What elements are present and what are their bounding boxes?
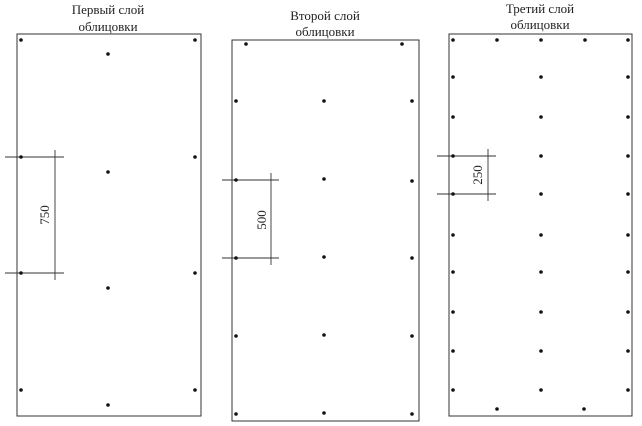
fastener-point: [451, 75, 455, 79]
fastener-point: [322, 99, 326, 103]
fastener-point: [626, 38, 630, 42]
fastener-point: [626, 154, 630, 158]
fastener-points: [234, 42, 414, 416]
fastener-point: [539, 270, 543, 274]
fastener-point: [19, 271, 23, 275]
fastener-point: [19, 155, 23, 159]
fastener-point: [451, 192, 455, 196]
panel-title-line1: Второй слой: [290, 8, 360, 23]
fastener-point: [106, 52, 110, 56]
fastener-point: [451, 38, 455, 42]
sheet-outline: [231, 39, 420, 422]
dimension-label: 500: [254, 210, 269, 230]
fastener-point: [234, 334, 238, 338]
fastener-point: [410, 256, 414, 260]
fastener-point: [193, 38, 197, 42]
fastener-point: [410, 99, 414, 103]
fastener-point: [626, 310, 630, 314]
fastener-point: [495, 38, 499, 42]
fastener-point: [400, 42, 404, 46]
fastener-point: [234, 178, 238, 182]
fastener-point: [539, 233, 543, 237]
fastener-point: [410, 412, 414, 416]
fastener-point: [410, 334, 414, 338]
fastener-points: [451, 38, 630, 411]
fastener-point: [193, 271, 197, 275]
fastener-point: [582, 407, 586, 411]
fastener-point: [451, 310, 455, 314]
fastener-point: [539, 115, 543, 119]
fastener-point: [193, 155, 197, 159]
fastener-point: [539, 310, 543, 314]
fastener-point: [539, 38, 543, 42]
fastener-point: [626, 388, 630, 392]
dimension-marker: 750: [5, 150, 64, 280]
fastener-point: [539, 75, 543, 79]
fastener-point: [451, 270, 455, 274]
fastener-point: [626, 75, 630, 79]
dimension-marker: 250: [437, 149, 496, 201]
fastener-point: [495, 407, 499, 411]
fastener-point: [451, 154, 455, 158]
fastener-point: [322, 333, 326, 337]
fastener-point: [322, 411, 326, 415]
fastener-point: [451, 349, 455, 353]
fastener-point: [451, 115, 455, 119]
fastener-point: [626, 115, 630, 119]
panel-title-line1: Третий слой: [506, 1, 574, 16]
panel-third-layer: Третий слой облицовки 250: [437, 1, 633, 417]
fastener-point: [106, 170, 110, 174]
fastener-point: [322, 255, 326, 259]
fastener-point: [626, 349, 630, 353]
fastener-point: [451, 388, 455, 392]
fastener-point: [106, 403, 110, 407]
fastener-point: [626, 192, 630, 196]
panel-second-layer: Второй слой облицовки 500: [222, 8, 420, 422]
fastener-point: [626, 233, 630, 237]
sheet-outline: [16, 33, 202, 417]
fastener-point: [234, 99, 238, 103]
dimension-label: 250: [470, 165, 485, 185]
fastener-point: [19, 38, 23, 42]
fastener-point: [193, 388, 197, 392]
fastener-point: [583, 38, 587, 42]
panel-title-line2: облицовки: [510, 17, 569, 32]
fastener-point: [539, 192, 543, 196]
panel-title-line1: Первый слой: [72, 2, 144, 17]
fastener-point: [19, 388, 23, 392]
fastener-point: [410, 179, 414, 183]
panel-title-line2: облицовки: [78, 19, 137, 34]
panel-first-layer: Первый слой облицовки 750: [5, 2, 202, 417]
fastener-point: [451, 233, 455, 237]
fastener-point: [626, 270, 630, 274]
fastener-point: [234, 256, 238, 260]
fastener-point: [322, 177, 326, 181]
dimension-label: 750: [37, 205, 52, 225]
panel-title-line2: облицовки: [295, 24, 354, 39]
sheet-outline: [448, 33, 633, 417]
fastener-point: [539, 388, 543, 392]
fastener-point: [539, 154, 543, 158]
fastener-point: [106, 286, 110, 290]
fastener-points: [19, 38, 197, 407]
fastener-point: [234, 412, 238, 416]
dimension-marker: 500: [222, 173, 279, 265]
fastener-point: [539, 349, 543, 353]
fastener-point: [244, 42, 248, 46]
